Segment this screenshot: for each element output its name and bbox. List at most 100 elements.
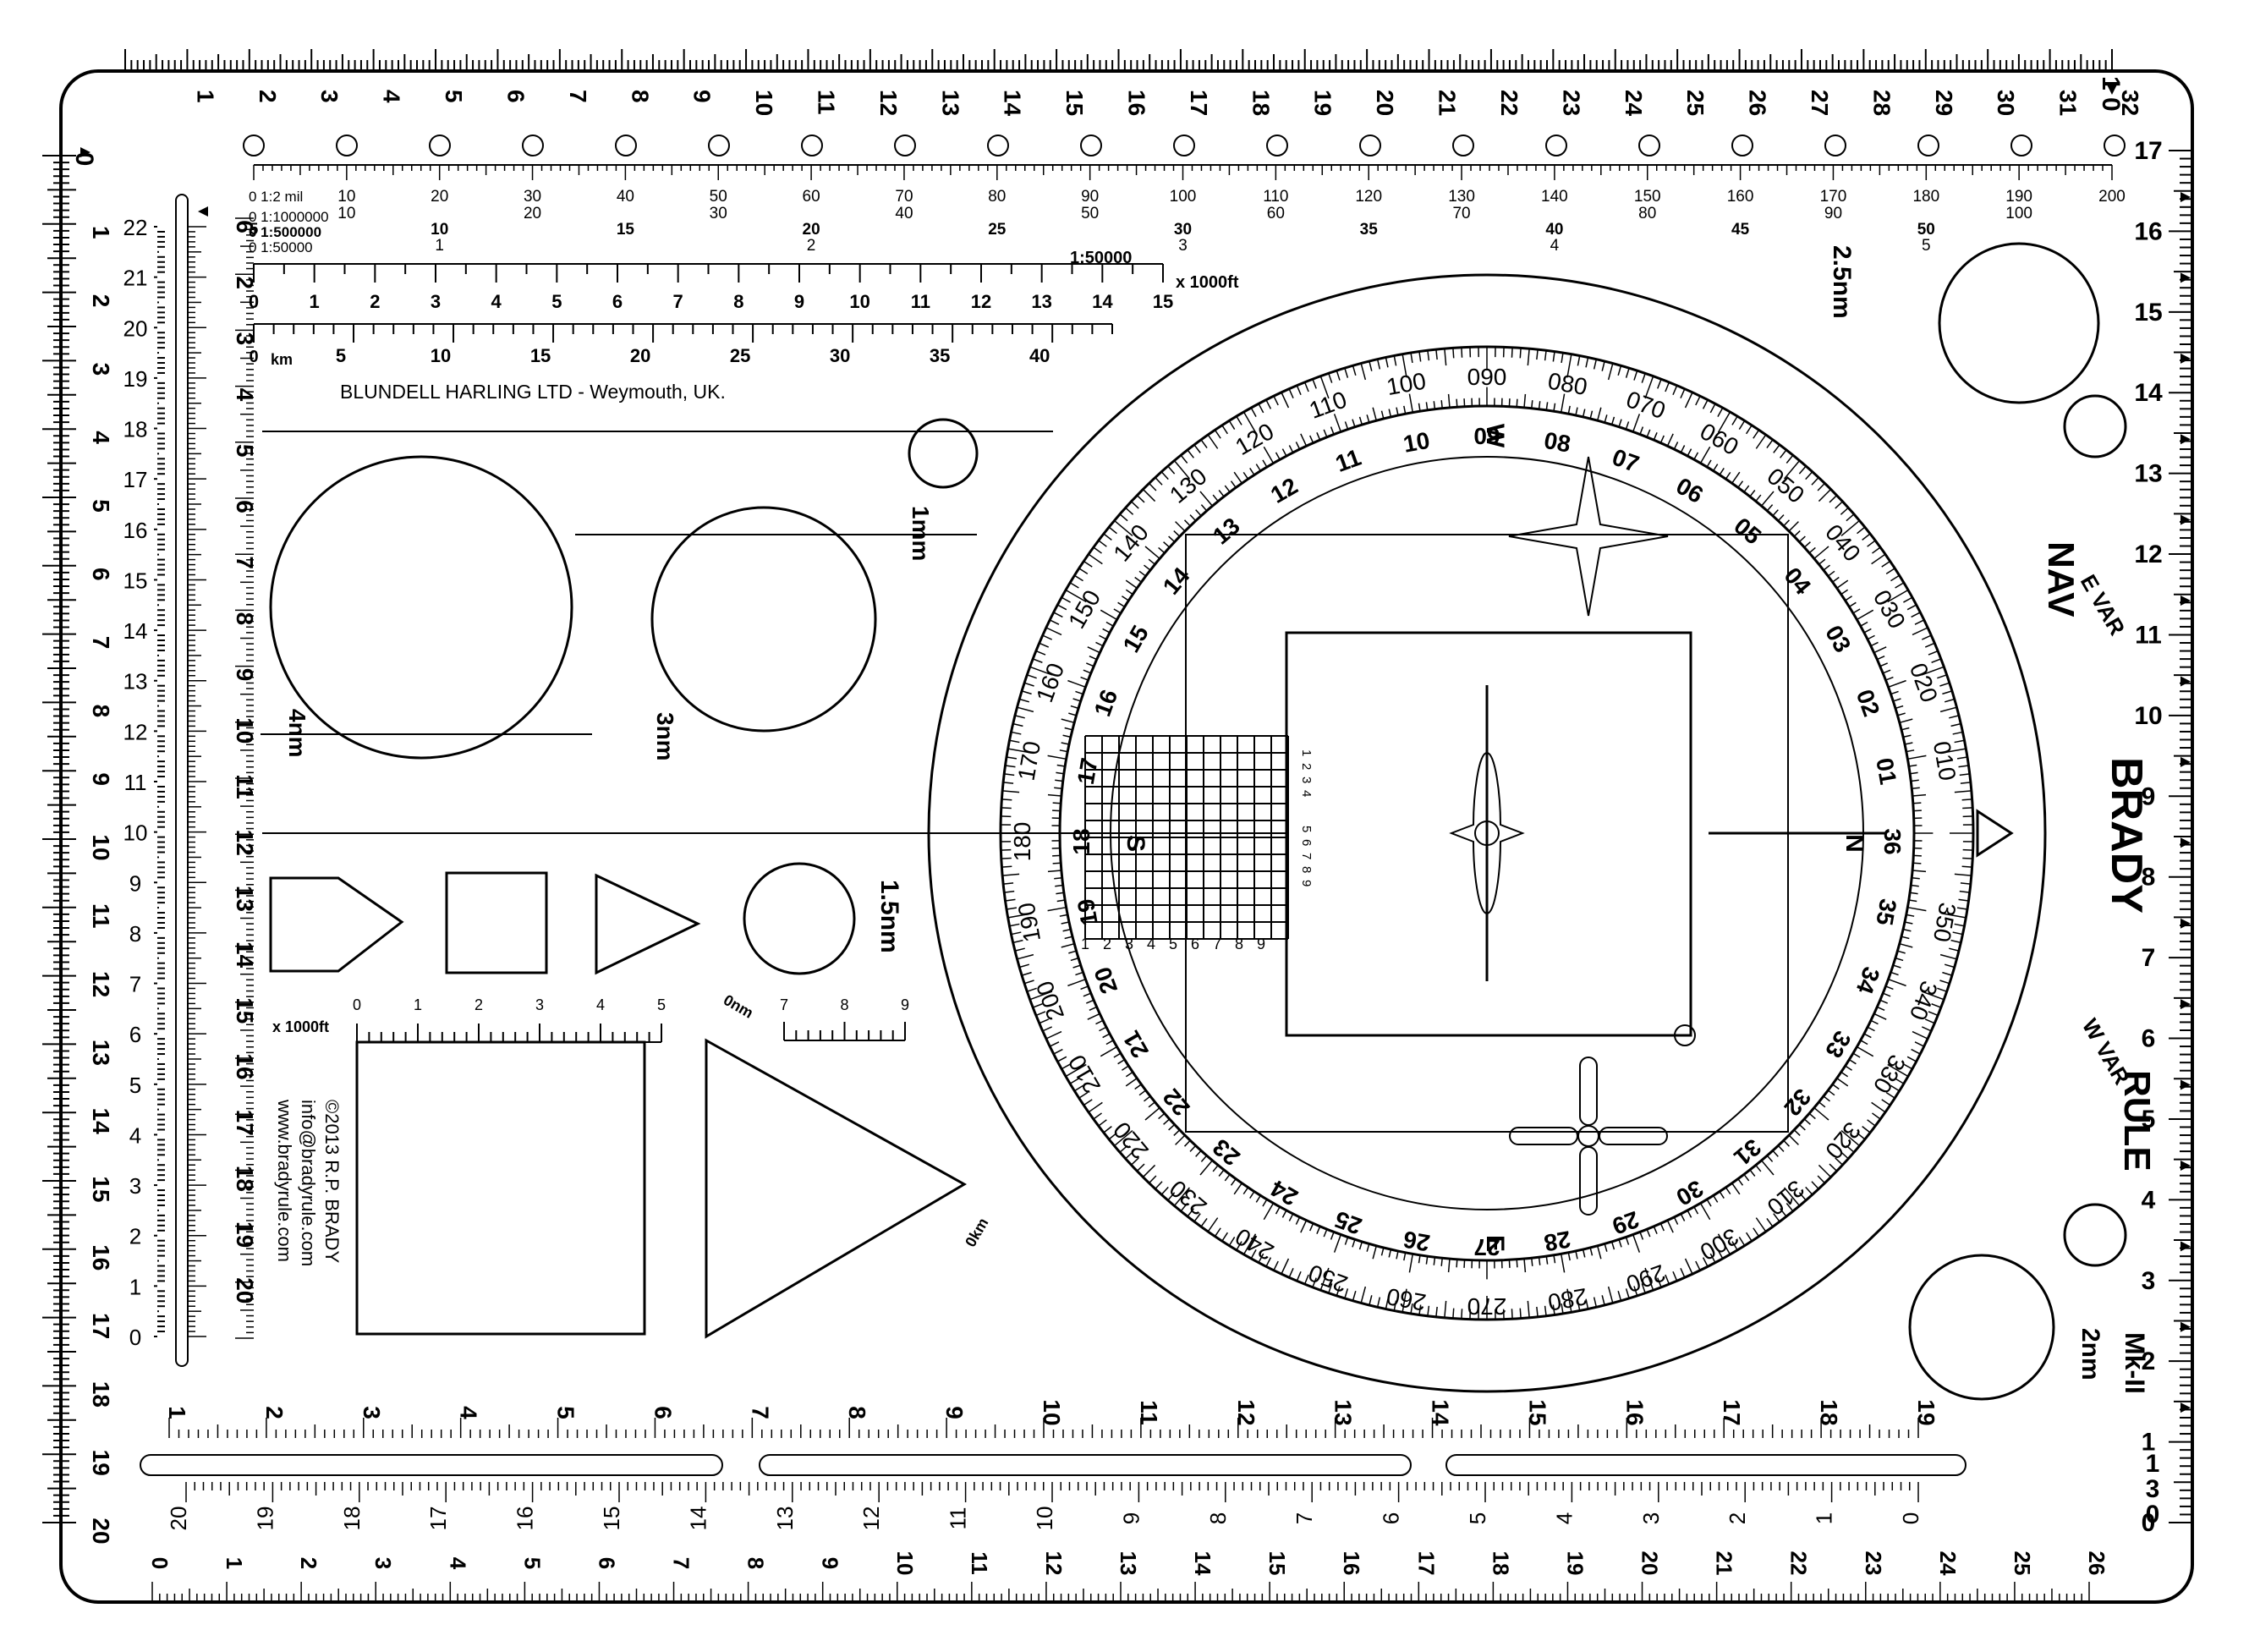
compass-tick — [1634, 370, 1637, 380]
compass-tick-inner — [1264, 447, 1273, 463]
compass-tick — [1010, 740, 1020, 742]
compass-tick-inner — [1100, 610, 1116, 619]
compass-tick-inner — [1213, 495, 1218, 501]
compass-tick — [1626, 368, 1630, 377]
compass-tick — [1520, 348, 1521, 358]
compass-tick — [1673, 1271, 1677, 1281]
bottom-row2-label: 16 — [513, 1507, 538, 1531]
compass-tick-inner — [1674, 1217, 1677, 1225]
compass-tick — [1018, 707, 1034, 711]
compass-tick — [1289, 1268, 1293, 1277]
inner-ruler-label: 18 — [123, 417, 148, 442]
compass-tick-inner — [1086, 1000, 1094, 1003]
compass-tick-inner — [1647, 1229, 1650, 1237]
compass-tick — [1036, 651, 1045, 655]
bottom-row2-label: 4 — [1551, 1512, 1577, 1524]
scale-row1-label: 120 — [1355, 188, 1382, 206]
compass-tick-inner — [1912, 878, 1920, 879]
compass-tick-inner — [1794, 531, 1800, 537]
compass-tick — [1945, 964, 1955, 967]
compass-tick-inner — [1857, 610, 1873, 619]
compass-tick-inner — [1909, 900, 1917, 902]
compass-tick-inner — [1418, 1255, 1420, 1263]
bottom-row3-label: 6 — [594, 1557, 619, 1569]
ft-scale-label: 1 — [310, 291, 320, 312]
bottom-slider-2 — [760, 1455, 1411, 1475]
top-ruler-label: 23 — [1558, 90, 1584, 116]
compass-tick — [1545, 350, 1546, 360]
top-ruler-label: 4 — [379, 90, 405, 103]
compass-tick — [1453, 1309, 1454, 1319]
scale-row1-label: 170 — [1820, 188, 1847, 206]
compass-tick-inner — [1905, 922, 1912, 924]
ft-scale-label: 9 — [794, 291, 804, 312]
circle-2-5nm — [1939, 244, 2098, 403]
km-scale-label: 10 — [431, 345, 451, 366]
small-scale-label: 5 — [657, 996, 666, 1013]
scale-row1-label: 50 — [710, 188, 727, 206]
compass-tick — [1208, 435, 1217, 448]
compass-tick-inner — [1404, 406, 1406, 414]
compass-tick — [1222, 1232, 1228, 1241]
grid-digit-bottom: 1 — [1081, 936, 1089, 952]
compass-tick-inner — [1612, 417, 1615, 425]
alignment-circle — [1267, 135, 1287, 156]
right-edge-label: 4 — [2142, 1186, 2156, 1214]
compass-tick-inner — [1352, 420, 1355, 427]
compass-tick — [1872, 554, 1885, 563]
grid-digit-bottom: 4 — [1147, 936, 1155, 952]
bottom-row2-label: 7 — [1292, 1512, 1317, 1524]
inner-zero-arrow — [198, 206, 208, 217]
compass-tick-inner — [1061, 743, 1069, 744]
inner-rose-number: 11 — [1332, 444, 1364, 477]
compass-tick-inner — [1331, 1232, 1334, 1239]
top-ruler-label: 28 — [1868, 90, 1895, 116]
inner-rose-number: 23 — [1208, 1133, 1245, 1171]
top-ruler-label: 12 — [875, 90, 902, 116]
bottom-row2-label: 5 — [1465, 1512, 1490, 1524]
compass-tick-inner — [1367, 414, 1369, 422]
scale-row1-label: 30 — [524, 188, 541, 206]
compass-tick-inner — [1382, 1248, 1384, 1255]
compass-tick-inner — [1910, 772, 1918, 773]
compass-tick — [1083, 561, 1092, 567]
compass-tick — [1099, 1120, 1107, 1126]
compass-tick — [1201, 1218, 1207, 1227]
compass-degree: 290 — [1623, 1260, 1670, 1298]
compass-tick-inner — [1100, 1047, 1116, 1057]
compass-tick — [1215, 1228, 1220, 1237]
km-scale-label: 15 — [530, 345, 551, 366]
compass-tick-inner — [1871, 642, 1879, 645]
compass-tick-inner — [1903, 930, 1911, 931]
scale-row1-label: 190 — [2005, 188, 2032, 206]
right-edge-label: 13 — [2134, 460, 2162, 488]
left-edge-label: 4 — [88, 431, 114, 444]
compass-tick — [1001, 799, 1012, 800]
compass-tick — [1305, 382, 1308, 392]
compass-tick — [1753, 1228, 1759, 1237]
compass-tick — [1609, 1287, 1613, 1303]
inner-scale-label: 20 — [232, 1277, 258, 1303]
bottom-slider-3 — [1446, 1455, 1966, 1475]
top-ruler-label: 29 — [1931, 90, 1957, 116]
compass-tick-inner — [1276, 453, 1281, 459]
compass-tick-inner — [1335, 414, 1341, 431]
scale-row1-label: 40 — [617, 188, 634, 206]
compass-tick-inner — [1885, 678, 1893, 680]
compass-tick — [1015, 948, 1025, 951]
compass-tick — [1039, 643, 1049, 647]
ft-scale-label: 14 — [1092, 291, 1113, 312]
compass-tick-inner — [1174, 531, 1180, 537]
compass-tick-inner — [1449, 394, 1450, 408]
compass-tick-inner — [1200, 1161, 1212, 1175]
alignment-circle — [1918, 135, 1939, 156]
compass-tick-inner — [1893, 699, 1901, 701]
compass-tick — [1297, 1271, 1301, 1281]
compass-tick-inner — [1263, 1199, 1267, 1206]
inner-scale-label: 6 — [232, 220, 258, 233]
bottom-row3-label: 2 — [296, 1557, 321, 1569]
compass-tick-inner — [1056, 892, 1064, 893]
bottom-row2-label: 11 — [946, 1507, 971, 1530]
scale-row4-label: 4 — [1550, 237, 1560, 255]
compass-tick — [1949, 716, 1959, 718]
